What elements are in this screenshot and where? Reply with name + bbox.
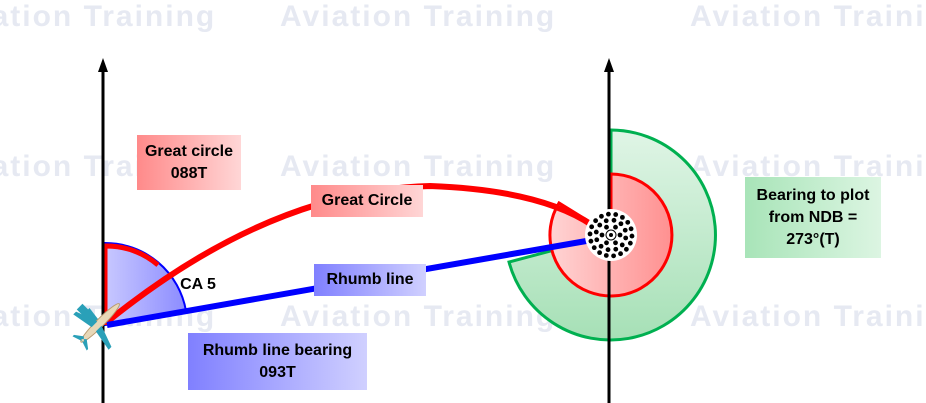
watermark: Aviation Training [280,150,557,183]
rhumb-line-label: Rhumb line [314,264,426,296]
watermark: Aviation Training [690,0,926,33]
great-circle-bearing-arc [102,243,160,325]
great-circle-line-label: Great Circle [311,185,423,217]
great-circle-bearing-label: Great circle 088T [137,135,241,190]
watermark: Aviation Training [690,300,926,333]
convergency-angle-label: CA 5 [180,276,216,293]
watermark: Aviation Training [0,0,217,33]
ndb-icon [585,209,637,261]
ndb-bearing-label: Bearing to plot from NDB = 273°(T) [745,177,881,258]
label-line: Rhumb line bearing [202,341,353,359]
rhumb-line-bearing-label: Rhumb line bearing 093T [188,333,367,390]
label-line: Bearing to plot [756,186,870,204]
label-line: Great circle [144,142,234,160]
watermark: Aviation Training [280,300,557,333]
label-line: 273°(T) [786,230,840,248]
label-line: from NDB = [768,208,858,226]
north-arrow-icon [98,58,108,72]
aircraft-icon [72,303,120,351]
label-line: 088T [170,164,208,182]
label-line: 093T [259,363,296,381]
watermark: Aviation Training [280,0,557,33]
north-arrow-icon [604,58,614,72]
